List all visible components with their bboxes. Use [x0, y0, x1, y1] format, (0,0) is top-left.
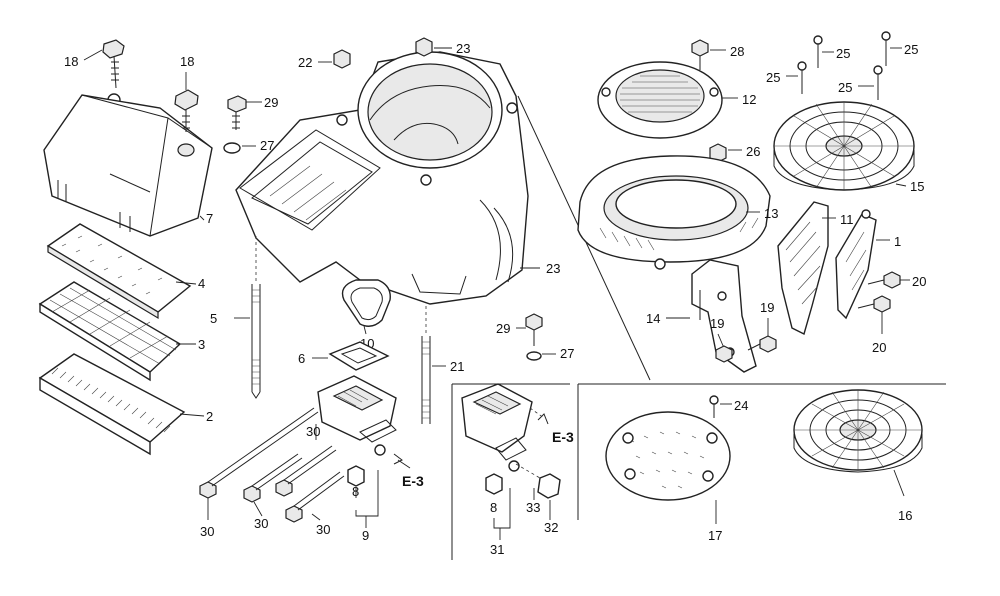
bolt-20-b	[857, 295, 891, 313]
callout-2: 2	[206, 409, 213, 424]
callout-26: 26	[746, 144, 760, 159]
carburetor-insulator-inset	[461, 383, 533, 472]
callout-29a: 29	[264, 95, 278, 110]
callout-9: 9	[362, 528, 369, 543]
callout-4: 4	[198, 276, 205, 291]
callout-18a: 18	[64, 54, 78, 69]
air-cleaner-knob-side	[174, 89, 199, 132]
callout-20a: 20	[912, 274, 926, 289]
callout-27a: 27	[260, 138, 274, 153]
callout-19b: 19	[760, 300, 774, 315]
screw-25-c	[797, 61, 807, 94]
callout-33: 33	[526, 500, 540, 515]
washer-27-lower	[526, 351, 542, 361]
callout-21: 21	[450, 359, 464, 374]
disc-cover-17	[605, 411, 731, 501]
stud-22	[251, 236, 261, 399]
air-cleaner-cover	[43, 94, 213, 237]
grill-screen-12	[597, 61, 723, 139]
fan-cover-13	[577, 155, 771, 270]
fan-screen-16	[793, 389, 923, 473]
bracket-1	[835, 209, 877, 320]
bolt-29-upper	[227, 95, 247, 130]
nut-23-top	[415, 37, 433, 57]
callout-12: 12	[742, 92, 756, 107]
pre-filter-element	[46, 223, 192, 320]
callout-7: 7	[206, 211, 213, 226]
bolt-30-c	[275, 445, 337, 497]
screw-25-b	[881, 31, 891, 66]
screw-25-d	[873, 65, 883, 100]
side-shroud-11	[777, 201, 829, 336]
callout-28: 28	[730, 44, 744, 59]
callout-25c: 25	[766, 70, 780, 85]
callout-23a: 22	[298, 55, 312, 70]
screw-25-a	[813, 35, 823, 68]
fan-screen-15	[773, 101, 915, 191]
ref-e3-right: E-3	[552, 429, 574, 445]
callout-3: 3	[198, 337, 205, 352]
paper-filter-element	[38, 353, 186, 456]
callout-19a: 19	[710, 316, 724, 331]
callout-32: 32	[544, 520, 558, 535]
bolt-19-b	[747, 335, 777, 353]
callout-27b: 27	[560, 346, 574, 361]
callout-30c: 30	[306, 424, 320, 439]
mesh-filter-element	[38, 281, 182, 382]
callout-13: 13	[764, 206, 778, 221]
bolt-29-lower	[525, 313, 543, 346]
washer-27-upper	[223, 142, 241, 154]
nut-23-left	[333, 49, 351, 69]
callout-8b: 8	[490, 500, 497, 515]
callout-6: 6	[298, 351, 305, 366]
duct-gasket	[341, 279, 391, 327]
bolt-20-a	[867, 271, 901, 289]
callout-11: 11	[840, 212, 854, 227]
callout-18b: 18	[180, 54, 194, 69]
inset-frame	[451, 383, 570, 560]
air-duct-shroud	[235, 51, 529, 305]
screw-24	[709, 395, 719, 418]
callout-30d: 30	[316, 522, 330, 537]
callout-15: 15	[910, 179, 924, 194]
callout-14: 14	[646, 311, 660, 326]
callout-30a: 30	[200, 524, 214, 539]
carburetor-gasket	[328, 341, 390, 371]
callout-23b: 23	[456, 41, 470, 56]
bolt-30-b	[243, 453, 303, 503]
collar-8-left	[347, 465, 365, 487]
bolt-30-a	[199, 407, 319, 499]
callout-20b: 20	[872, 340, 886, 355]
collar-8-inset	[485, 473, 503, 495]
callout-25d: 25	[838, 80, 852, 95]
bracket-plate-14	[691, 259, 757, 373]
callout-24: 24	[734, 398, 748, 413]
callout-25a: 25	[836, 46, 850, 61]
callout-8a: 8	[352, 484, 359, 499]
air-cleaner-knob-top	[102, 39, 125, 107]
carburetor-insulator	[317, 375, 397, 456]
callout-22: 5	[210, 311, 217, 326]
bolt-19-a	[715, 345, 733, 363]
bolt-30-d	[285, 471, 345, 523]
callout-17: 17	[708, 528, 722, 543]
callout-29b: 29	[496, 321, 510, 336]
callout-16: 16	[898, 508, 912, 523]
bolt-28	[691, 39, 709, 70]
stud-21	[421, 306, 431, 424]
callout-10: 23	[546, 261, 560, 276]
callout-30b: 30	[254, 516, 268, 531]
callout-1: 1	[894, 234, 901, 249]
cap-32	[537, 473, 561, 499]
callout-25b: 25	[904, 42, 918, 57]
ref-e3-left: E-3	[402, 473, 424, 489]
callout-31: 31	[490, 542, 504, 557]
